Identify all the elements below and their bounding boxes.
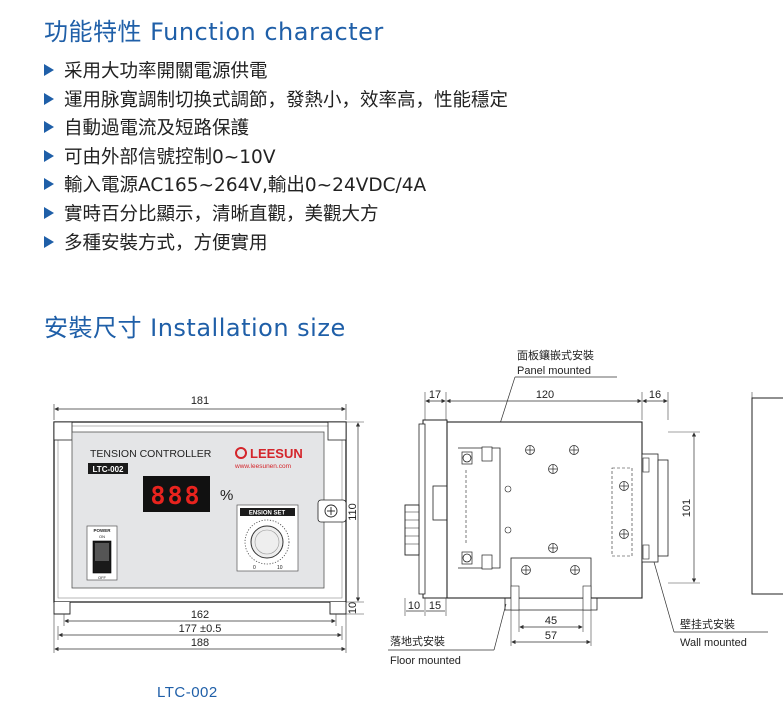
dim-15: 15: [429, 600, 441, 612]
feature-list: 采用大功率開關電源供電 運用脉寛調制切换式調節，發熱小，效率高，性能穩定 自動過…: [40, 58, 508, 258]
feature-text: 實時百分比顯示，清晰直觀，美觀大方: [64, 203, 379, 225]
screw-icon: [462, 453, 472, 463]
section-title-function: 功能特性 Function character: [44, 18, 384, 46]
feature-text: 運用脉寛調制切换式調節，發熱小，效率高，性能穩定: [64, 89, 509, 111]
feature-text: 自動過電流及短路保護: [64, 118, 250, 140]
wall-mounted-cn: 壁挂式安裝: [680, 617, 735, 631]
dim-101: 101: [681, 499, 693, 517]
tension-knob[interactable]: [250, 525, 284, 559]
leesun-logo: LEESUN www.leesunen.com: [234, 446, 303, 470]
triangle-bullet-icon: [44, 149, 54, 162]
feature-item: 可由外部信號控制0~10V: [40, 144, 508, 173]
feature-item: 運用脉寛調制切换式調節，發熱小，效率高，性能穩定: [40, 87, 508, 116]
percent-display: [143, 476, 210, 512]
installation-drawing: 181 TENSION CONTROLLER LTC-002 LEESUN ww…: [53, 348, 783, 667]
feature-text: 可由外部信號控制0~10V: [64, 146, 276, 168]
triangle-bullet-icon: [44, 206, 54, 219]
triangle-bullet-icon: [44, 64, 54, 76]
feature-item: 實時百分比顯示，清晰直觀，美觀大方: [40, 201, 508, 230]
dim-188: 188: [191, 637, 209, 649]
dim-110: 110: [347, 503, 359, 521]
side-view: 17 120 16 面板鑲嵌式安裝 Panel mounted: [388, 348, 783, 667]
wall-mounted-en: Wall mounted: [680, 637, 747, 649]
triangle-bullet-icon: [44, 178, 54, 191]
brand-name: LEESUN: [250, 446, 303, 461]
panel-mounted-cn: 面板鑲嵌式安裝: [517, 348, 594, 362]
switch-on: ON: [99, 534, 105, 539]
dim-10-side: 10: [408, 600, 420, 612]
feature-item: 采用大功率開關電源供電: [40, 58, 508, 87]
knob-label: ENSION SET: [249, 511, 286, 517]
front-view: 181 TENSION CONTROLLER LTC-002 LEESUN ww…: [53, 395, 364, 653]
feature-text: 多種安裝方式，方便實用: [64, 232, 268, 254]
display-digits: 888: [150, 481, 201, 510]
floor-mounted-en: Floor mounted: [390, 655, 461, 667]
dim-120: 120: [536, 389, 554, 401]
switch-off: OFF: [98, 575, 107, 580]
feature-item: 多種安裝方式，方便實用: [40, 230, 508, 259]
triangle-bullet-icon: [44, 121, 54, 134]
percent-sign: %: [220, 487, 233, 504]
dim-177: 177 ±0.5: [179, 623, 222, 635]
panel-mounted-en: Panel mounted: [517, 365, 591, 377]
screw-icon: [462, 553, 472, 563]
model-caption: LTC-002: [157, 684, 218, 701]
triangle-bullet-icon: [44, 235, 54, 248]
dim-57: 57: [545, 630, 557, 642]
dim-181: 181: [191, 395, 209, 407]
feature-item: 自動過電流及短路保護: [40, 115, 508, 144]
knob-min: 0: [253, 565, 256, 571]
dim-16: 16: [649, 389, 661, 401]
panel-title: TENSION CONTROLLER: [90, 448, 212, 460]
dim-45: 45: [545, 615, 557, 627]
section-title-installation: 安裝尺寸 Installation size: [44, 314, 346, 342]
model-badge: [88, 463, 128, 474]
feature-item: 輸入電源AC165~264V,輸出0~24VDC/4A: [40, 172, 508, 201]
dim-17: 17: [429, 389, 441, 401]
side-knob: [404, 504, 420, 556]
feature-text: 采用大功率開關電源供電: [64, 61, 268, 82]
switch-label: POWER: [93, 528, 111, 533]
model-badge-text: LTC-002: [93, 465, 125, 474]
floor-mounted-cn: 落地式安裝: [390, 634, 445, 648]
dim-10-right: 10: [347, 602, 359, 614]
feature-text: 輸入電源AC165~264V,輸出0~24VDC/4A: [64, 175, 427, 197]
triangle-bullet-icon: [44, 92, 54, 105]
knob-max: 10: [277, 565, 283, 571]
dim-162: 162: [191, 609, 209, 621]
website: www.leesunen.com: [234, 463, 291, 470]
